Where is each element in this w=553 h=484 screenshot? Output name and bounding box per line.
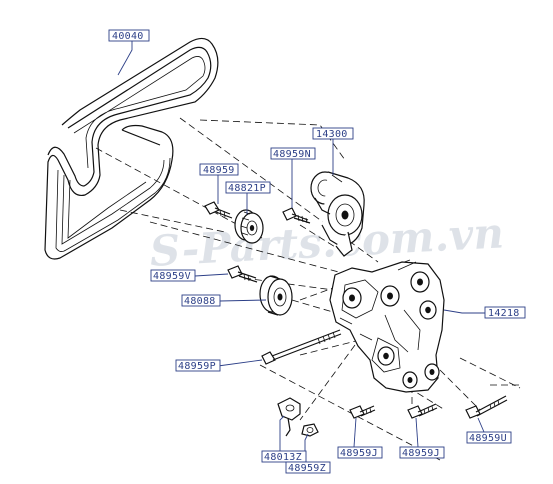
part-number: 48013Z xyxy=(264,452,302,463)
clip-bolt[interactable] xyxy=(301,423,319,437)
tensioner-bolt[interactable] xyxy=(282,207,311,224)
part-number: 14300 xyxy=(316,129,348,140)
part-label-bracket[interactable]: 14218 xyxy=(484,306,526,319)
part-label-tensioner[interactable]: 14300 xyxy=(312,127,354,140)
small-idler-pulley[interactable] xyxy=(234,209,264,244)
part-label-bracket-bolt-3[interactable]: 48959U xyxy=(466,431,512,444)
part-label-long-bolt[interactable]: 48959P xyxy=(175,359,221,372)
bracket-bolt-2[interactable] xyxy=(407,403,438,419)
mounting-bracket[interactable] xyxy=(329,261,445,393)
part-number: 48959N xyxy=(273,149,311,160)
part-label-clip[interactable]: 48013Z xyxy=(261,450,307,463)
part-number: 48959U xyxy=(469,433,507,444)
wire-clip[interactable] xyxy=(277,397,301,437)
large-idler-pulley[interactable] xyxy=(259,275,293,316)
long-bolt[interactable] xyxy=(261,329,342,365)
part-number: 48959 xyxy=(203,165,235,176)
part-label-small-idler-bolt[interactable]: 48959 xyxy=(199,163,239,176)
part-label-tensioner-bolt[interactable]: 48959N xyxy=(270,147,316,160)
part-number: 40040 xyxy=(112,31,144,42)
part-label-belt[interactable]: 40040 xyxy=(108,29,150,42)
bracket-bolt-3[interactable] xyxy=(465,395,508,419)
part-number: 48959J xyxy=(340,448,378,459)
part-number: 48959Z xyxy=(288,463,326,474)
part-label-large-idler-bolt[interactable]: 48959V xyxy=(150,269,196,282)
bracket-bolt-1[interactable] xyxy=(349,405,376,419)
large-idler-bolt[interactable] xyxy=(227,265,258,283)
leader-lines xyxy=(117,41,485,462)
part-number: 14218 xyxy=(488,308,520,319)
part-label-clip-bolt[interactable]: 48959Z xyxy=(285,461,331,474)
part-label-large-idler[interactable]: 48088 xyxy=(181,294,221,307)
assembly-guide-lines xyxy=(95,117,521,461)
small-idler-bolt[interactable] xyxy=(204,201,233,219)
belt-tensioner[interactable] xyxy=(310,171,365,257)
part-number: 48959P xyxy=(178,361,216,372)
part-label-bracket-bolt-1[interactable]: 48959J xyxy=(337,446,383,459)
part-number: 48821P xyxy=(228,183,266,194)
drive-belt[interactable] xyxy=(44,37,219,260)
part-number: 48959V xyxy=(153,271,191,282)
part-label-small-idler[interactable]: 48821P xyxy=(225,181,271,194)
part-label-bracket-bolt-2[interactable]: 48959J xyxy=(399,446,445,459)
part-number: 48088 xyxy=(184,296,216,307)
part-number: 48959J xyxy=(402,448,440,459)
